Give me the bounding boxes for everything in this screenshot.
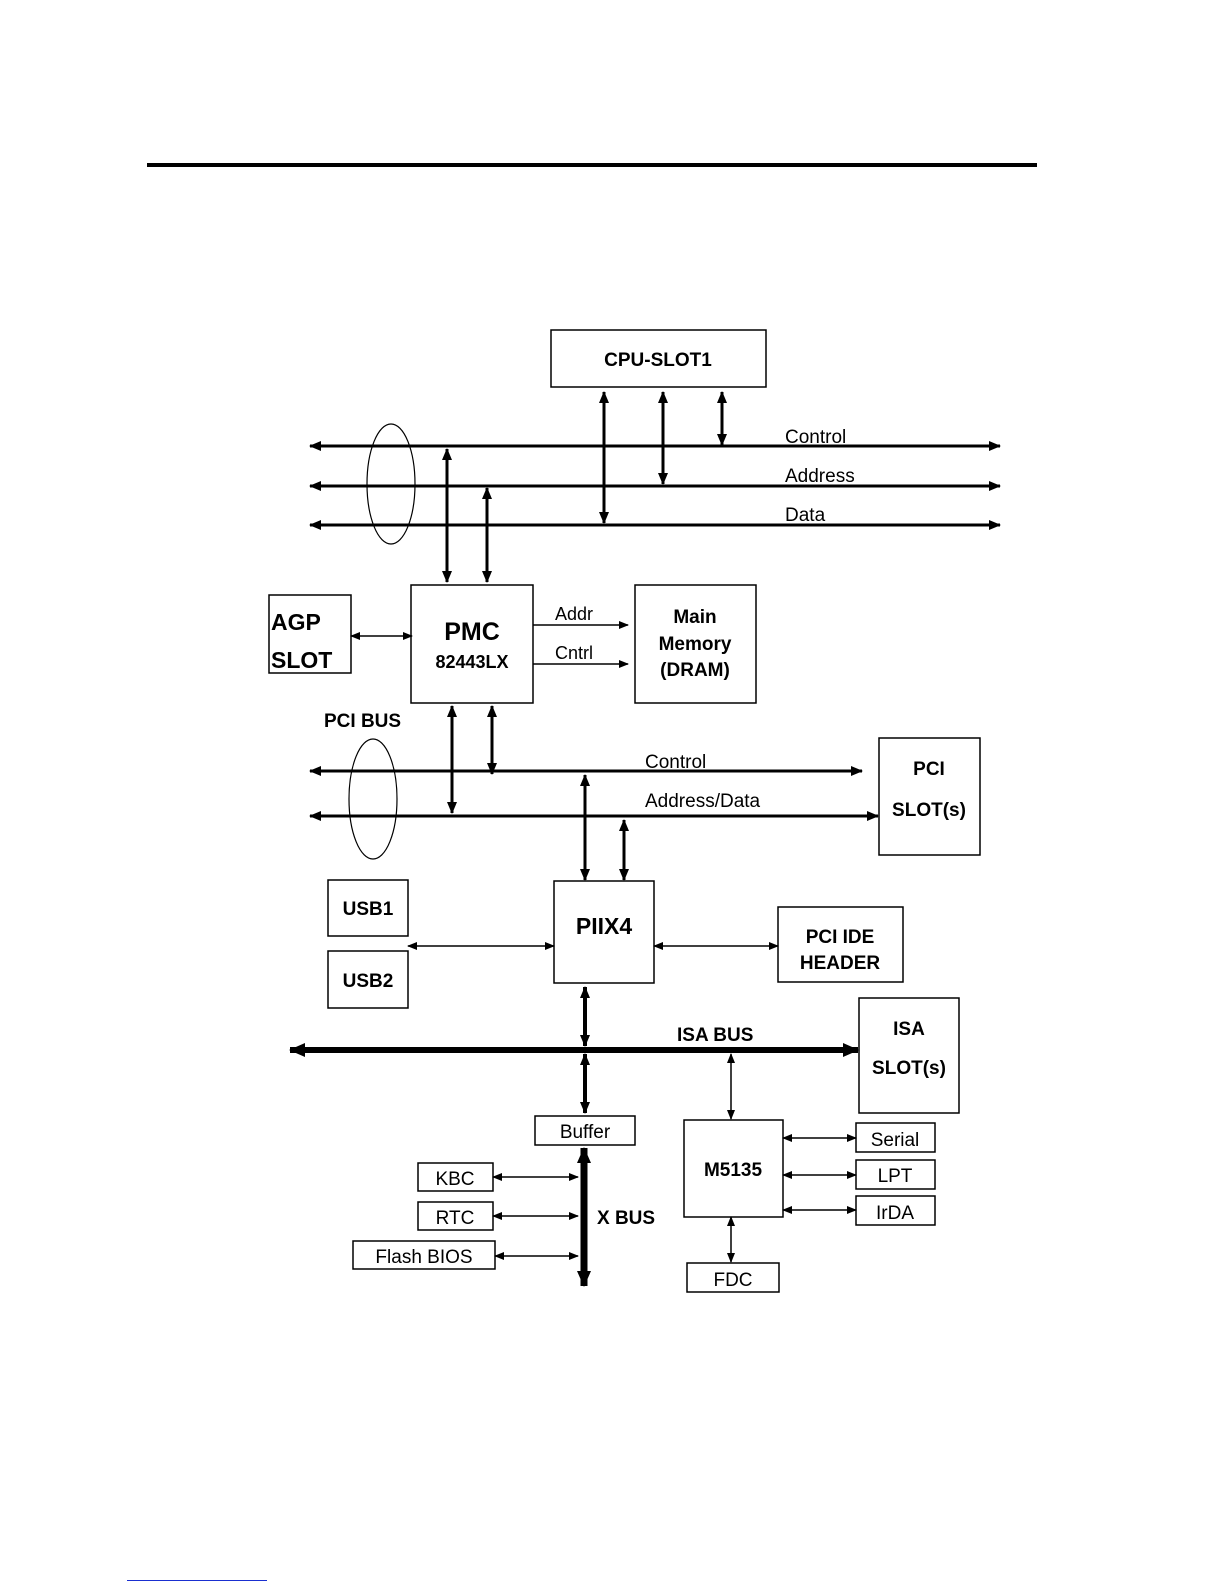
agp-label-1: AGP [271, 609, 321, 635]
usb1-label: USB1 [343, 899, 394, 920]
pci-bus-label: PCI BUS [324, 711, 401, 732]
flash-bios-label: Flash BIOS [375, 1247, 472, 1268]
pci-slot-label-1: PCI [913, 759, 945, 780]
pci-slot-label-2: SLOT(s) [892, 800, 966, 821]
pci-ide-label-2: HEADER [800, 953, 881, 974]
pci-control-label: Control [645, 752, 706, 773]
pci-bus-ellipse [349, 739, 397, 859]
kbc-label: KBC [435, 1169, 474, 1190]
host-data-label: Data [785, 505, 826, 526]
pci-slot-box [879, 738, 980, 855]
cntrl-label: Cntrl [555, 643, 593, 663]
fdc-label: FDC [713, 1270, 752, 1291]
piix4-label: PIIX4 [576, 913, 632, 939]
pci-address-data-label: Address/Data [645, 791, 761, 812]
addr-label: Addr [555, 604, 593, 624]
isa-slot-label-1: ISA [893, 1019, 925, 1040]
irda-label: IrDA [876, 1203, 914, 1224]
main-memory-label-3: (DRAM) [660, 660, 730, 681]
m5135-label: M5135 [704, 1160, 763, 1181]
usb2-label: USB2 [343, 971, 394, 992]
isa-slot-box [859, 998, 959, 1113]
pmc-label: PMC [444, 618, 500, 646]
isa-slot-label-2: SLOT(s) [872, 1058, 946, 1079]
pci-ide-label-1: PCI IDE [806, 927, 875, 948]
lpt-label: LPT [878, 1166, 913, 1187]
isa-bus-label: ISA BUS [677, 1025, 753, 1046]
buffer-label: Buffer [560, 1122, 611, 1143]
main-memory-label-1: Main [673, 607, 716, 628]
host-control-label: Control [785, 427, 846, 448]
cpu-slot-label: CPU-SLOT1 [604, 350, 712, 371]
x-bus-label: X BUS [597, 1208, 655, 1229]
main-memory-label-2: Memory [659, 634, 732, 655]
pmc-part-label: 82443LX [435, 652, 508, 672]
serial-label: Serial [871, 1130, 920, 1151]
rtc-label: RTC [436, 1208, 475, 1229]
host-address-label: Address [785, 466, 855, 487]
agp-label-2: SLOT [271, 647, 332, 673]
